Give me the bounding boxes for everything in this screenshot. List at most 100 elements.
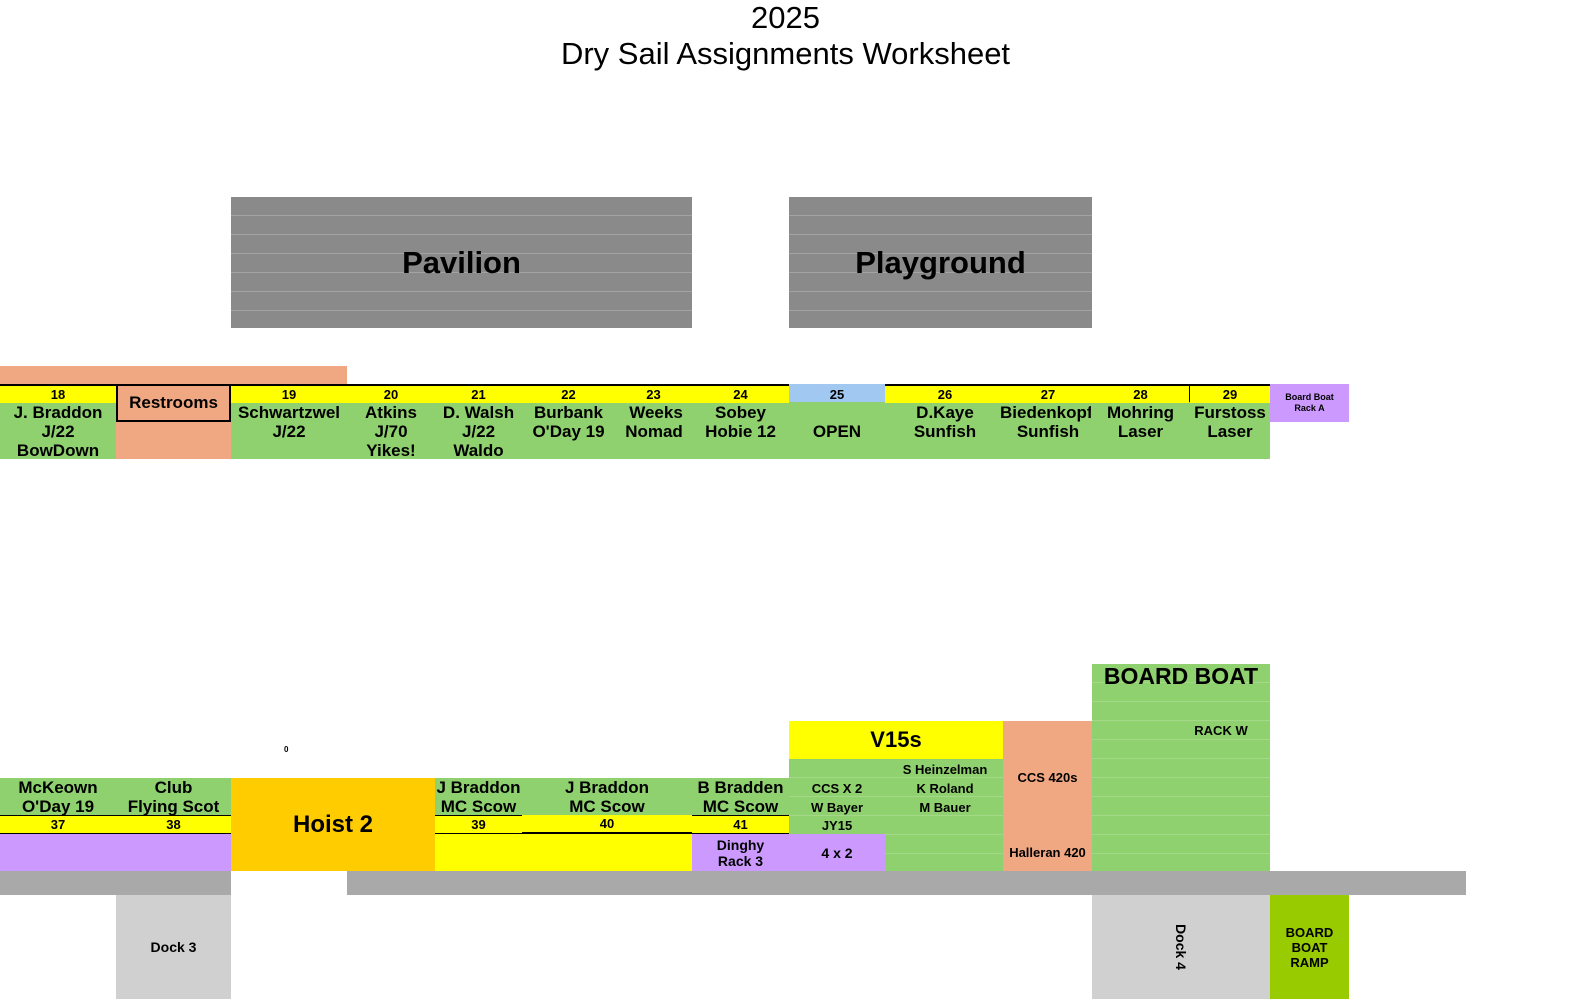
slot-boat: MC Scow: [569, 797, 645, 816]
slot-owner: Biedenkopf: [1000, 403, 1091, 422]
dock-4: Dock 4: [1092, 895, 1270, 999]
hoist-2: Hoist 2: [231, 778, 435, 871]
dinghy-rack-line: Dinghy: [716, 836, 765, 853]
slot-boat: Flying Scot: [127, 797, 220, 816]
ramp-line: BOARD: [1285, 924, 1334, 940]
slot-boat: Sunfish: [913, 422, 977, 441]
ramp-line: BOAT: [1291, 939, 1328, 955]
slot-boat: J/22: [41, 422, 75, 441]
slot-owner: Club: [154, 778, 193, 797]
slot-number: 26: [885, 386, 1005, 403]
zero-marker: 0: [284, 745, 289, 754]
strip-divider: [1188, 384, 1190, 402]
slot-number: 25: [829, 387, 845, 402]
green-body-37-38: [0, 778, 231, 816]
slot-number: 29: [1190, 386, 1270, 403]
dock-4-label: Dock 4: [1172, 924, 1189, 970]
board-boat-rack-w: [1092, 664, 1270, 871]
slot-boat: Laser: [1207, 422, 1253, 441]
slot-owner: Atkins: [365, 403, 417, 422]
green-body-18: [0, 402, 116, 459]
dinghy-rack-line: Rack 3: [717, 852, 764, 869]
slot-boat: MC Scow: [440, 797, 517, 816]
four-by-two-rack: 4 x 2: [789, 834, 885, 871]
slot-number: 41: [692, 816, 789, 833]
slot-owner: B Bradden: [697, 778, 784, 797]
v15-entry: S Heinzelman: [902, 762, 988, 777]
playground-label: Playground: [855, 244, 1026, 280]
slot-number: 23: [615, 386, 692, 403]
slot-boat: J/22: [272, 422, 306, 441]
rack-a-line: Rack A: [1294, 403, 1325, 413]
slot-owner: Weeks: [629, 403, 683, 422]
slot-owner: D. Walsh: [442, 403, 515, 422]
slot-owner: D.Kaye: [916, 403, 974, 422]
slot-owner: J Braddon: [436, 778, 521, 797]
walkway-right: [347, 871, 1466, 895]
worksheet-year: 2025: [751, 0, 820, 35]
slot-boat: Sunfish: [1016, 422, 1080, 441]
dock-3-label: Dock 3: [150, 939, 197, 955]
four-by-two-label: 4 x 2: [821, 844, 853, 861]
yellow-rack-39-40: [435, 834, 692, 871]
rack-w-label: RACK W: [1194, 723, 1248, 738]
slot-number: 21: [435, 386, 522, 403]
green-body-row: [231, 402, 1270, 459]
playground-area: Playground: [789, 197, 1092, 328]
slot-boat: J/70: [374, 422, 408, 441]
slot-number: 27: [1004, 386, 1092, 403]
pavilion-label: Pavilion: [402, 244, 521, 280]
ramp-line: RAMP: [1290, 954, 1329, 970]
board-boat-ramp: BOARD BOAT RAMP: [1270, 895, 1349, 999]
halleran-420-label: Halleran 420: [1009, 845, 1086, 860]
slot-number: 18: [0, 386, 116, 403]
strip-divider: [115, 384, 117, 402]
slot-number: 20: [347, 386, 435, 403]
slot-boat: J/22: [461, 422, 496, 441]
slot-number: 40: [522, 815, 692, 832]
slot-boat: O'Day 19: [21, 797, 95, 816]
pavilion-building: Pavilion: [231, 197, 692, 328]
board-boat-label: BOARD BOAT: [1103, 664, 1259, 688]
green-body-39-41: [435, 778, 789, 816]
salmon-strip-top: [0, 366, 347, 384]
slot-owner: Burbank: [534, 403, 603, 422]
slot-owner: Schwartzwel: [237, 403, 341, 422]
hoist-label: Hoist 2: [292, 810, 373, 838]
slot-owner: Sobey: [714, 403, 767, 422]
slot-owner: Mohring: [1106, 403, 1175, 422]
slot-number: 39: [435, 816, 522, 833]
slot-number: 37: [0, 816, 116, 833]
dinghy-rack-3: Dinghy Rack 3: [692, 834, 789, 871]
restrooms-label: Restrooms: [116, 384, 231, 422]
slot-boat-name: Yikes!: [366, 441, 416, 460]
v15s-header: V15s: [789, 721, 1003, 759]
walkway-left: [0, 871, 231, 895]
slot-number: 24: [692, 386, 789, 403]
slot-owner: McKeown: [18, 778, 98, 797]
slot-boat: Laser: [1117, 422, 1164, 441]
slot-number: 19: [231, 386, 347, 403]
v15-entry: CCS X 2: [811, 781, 863, 796]
dock-3: Dock 3: [116, 895, 231, 999]
slot-boat-name: Waldo: [453, 441, 504, 460]
v15s-label: V15s: [870, 727, 922, 752]
v15-entry: JY15: [821, 818, 853, 833]
ccs-420s-area: [1003, 721, 1092, 871]
ccs-420s-label: CCS 420s: [1017, 770, 1078, 785]
slot-number: 38: [116, 816, 231, 833]
slot-open: OPEN: [812, 422, 862, 441]
v15-entry: M Bauer: [919, 800, 971, 815]
slot-boat: MC Scow: [702, 797, 779, 816]
board-boat-rack-a: Board Boat Rack A: [1270, 384, 1349, 422]
v15-entry: W Bayer: [810, 800, 864, 815]
worksheet-title: Dry Sail Assignments Worksheet: [560, 36, 1011, 71]
slot-number: 28: [1092, 386, 1189, 403]
slot-boat: O'Day 19: [532, 422, 605, 441]
open-slot-number-bg: [789, 384, 885, 402]
slot-owner: J Braddon: [564, 778, 650, 797]
slot-boat: Hobie 12: [705, 422, 776, 441]
slot-number: 22: [522, 386, 615, 403]
purple-rack-37-38: [0, 834, 231, 871]
rack-a-line: Board Boat: [1285, 392, 1334, 402]
